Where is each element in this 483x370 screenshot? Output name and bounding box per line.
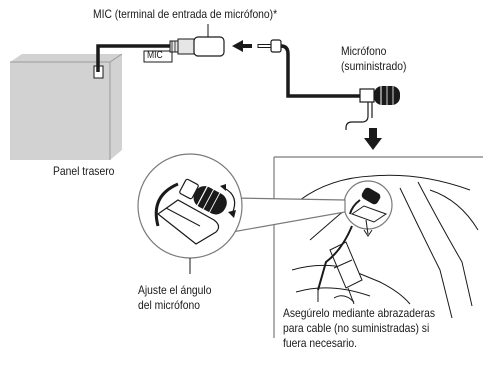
installation-frame — [273, 156, 483, 338]
mic-tag-label: MIC — [147, 50, 163, 61]
secure-note-line3: fuera necesario. — [283, 336, 358, 350]
adjust-angle-label-line2: del micrófono — [138, 298, 200, 312]
rear-panel-label: Panel trasero — [53, 164, 115, 178]
rear-panel — [10, 53, 123, 160]
installed-mic-circle — [343, 180, 393, 237]
mic-tag — [143, 50, 173, 63]
microphone — [345, 86, 400, 130]
mic-terminal-label: MIC (terminal de entrada de micrófono)* — [93, 7, 278, 21]
microphone-label-line1: Micrófono — [341, 44, 387, 58]
insert-arrow — [232, 40, 252, 52]
secure-note-line1: Asegúrelo mediante abrazaderas — [283, 306, 436, 320]
adjust-angle-circle — [137, 153, 243, 259]
secure-note-line2: para cable (no suministradas) si — [283, 321, 430, 335]
zoom-connector — [231, 197, 346, 233]
adjust-angle-label-line1: Ajuste el ángulo — [138, 283, 212, 297]
microphone-label-line2: (suministrado) — [341, 59, 407, 73]
mic-cable — [286, 54, 362, 98]
mic-input-connector — [169, 36, 225, 57]
mic-plug — [257, 39, 290, 55]
down-arrow — [364, 128, 382, 150]
panel-cable — [96, 44, 172, 72]
